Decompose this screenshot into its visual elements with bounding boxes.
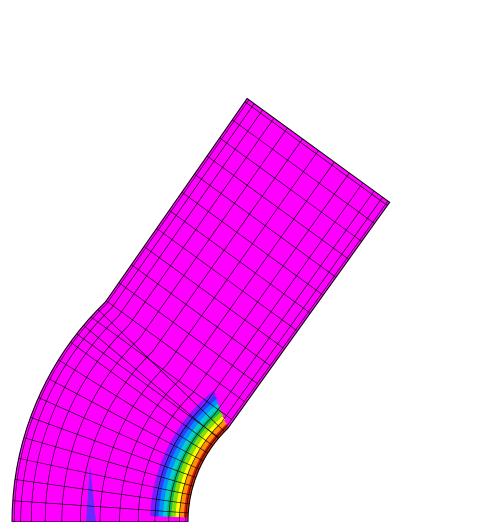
mesh-ring [13,99,250,522]
mesh-ring [99,150,319,522]
mesh-spoke [14,479,190,505]
contour-patch [86,465,96,522]
mesh-spoke [83,325,219,439]
mesh-spoke [58,359,208,454]
mesh-ring [30,109,263,522]
mesh-spoke [12,500,189,514]
mesh-transverse [244,101,388,206]
mesh-transverse [153,226,297,331]
mesh-transverse [205,154,349,260]
mesh-transverse [114,279,258,384]
mesh-ring [44,117,275,522]
contour-band-9 [179,420,227,518]
mesh-transverse [192,172,336,278]
mesh-spoke [70,341,214,446]
pipe-body [12,98,390,522]
mesh-spoke [18,458,191,496]
pipe-fill [12,98,390,522]
mesh-ring [80,138,303,522]
mesh-transverse [88,315,232,420]
mesh-transverse [75,333,219,438]
mesh-transverse [140,244,284,349]
mesh-transverse [166,208,310,313]
mesh-ring [61,127,288,522]
pipe-edge [11,97,391,522]
mesh-ring [20,103,255,522]
mesh-transverse [101,297,245,402]
mesh-spoke [38,397,200,470]
mesh-transverse [218,137,362,242]
mesh-transverse [231,119,375,224]
mesh-spoke [23,437,194,487]
mesh-ring [119,161,335,522]
mesh-transverse [179,190,323,295]
mesh-spoke [30,417,196,478]
mesh-ring [137,172,350,522]
mesh-transverse [127,261,271,367]
mesh-spoke [97,309,225,432]
mesh-spoke [47,378,204,462]
pipe-outline [11,97,391,522]
mesh-ring [154,182,364,522]
